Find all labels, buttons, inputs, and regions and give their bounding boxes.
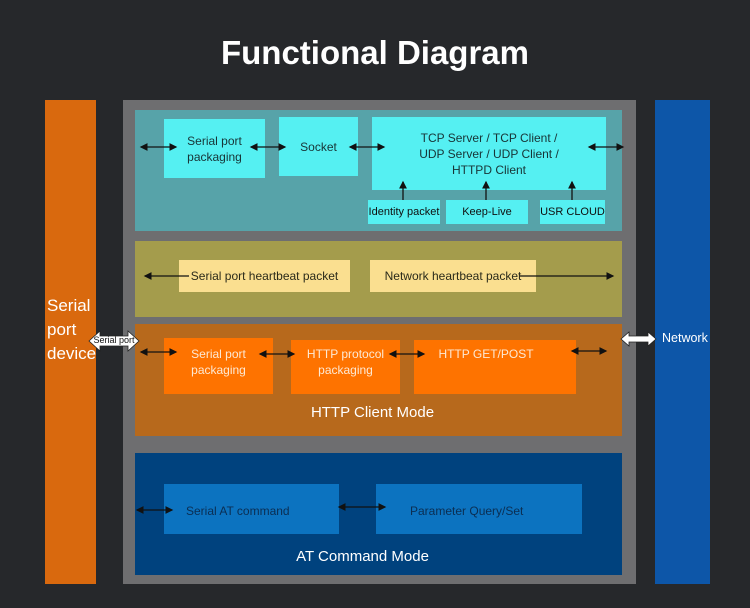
parameter-query-set-box: Parameter Query/Set: [376, 484, 582, 534]
http-serial-port-packaging-box: Serial port packaging: [164, 338, 273, 394]
http-protocol-packaging-box: HTTP protocol packaging: [291, 340, 400, 394]
socket-box: Socket: [279, 117, 358, 176]
serial-port-device-bar: [45, 100, 96, 584]
serial-port-packaging-box: Serial port packaging: [164, 119, 265, 178]
label-line: device: [47, 344, 97, 363]
serial-port-device-label: Serial port device: [47, 294, 96, 366]
diagram-title: Functional Diagram: [220, 34, 530, 71]
serial-heartbeat-box: Serial port heartbeat packet: [179, 260, 350, 292]
serial-port-connector-label: Serial port: [93, 335, 135, 345]
network-heartbeat-box: Network heartbeat packet: [370, 260, 536, 292]
usr-cloud-box: USR CLOUD: [540, 200, 605, 224]
label-line: Serial: [47, 296, 91, 315]
network-connector-icon: [620, 331, 657, 347]
http-client-mode-label: HTTP Client Mode: [310, 404, 435, 421]
serial-at-command-box: Serial AT command: [164, 484, 339, 534]
protocols-box: TCP Server / TCP Client / UDP Server / U…: [372, 117, 606, 190]
identity-packet-box: Identity packet: [368, 200, 440, 224]
at-command-mode-label: AT Command Mode: [296, 548, 429, 565]
network-bar: [655, 100, 710, 584]
serial-port-connector-icon: [88, 330, 140, 352]
keep-live-box: Keep-Live: [446, 200, 528, 224]
label-line: port: [47, 320, 77, 339]
http-get-post-box: HTTP GET/POST: [414, 340, 576, 394]
network-label: Network: [662, 331, 708, 345]
